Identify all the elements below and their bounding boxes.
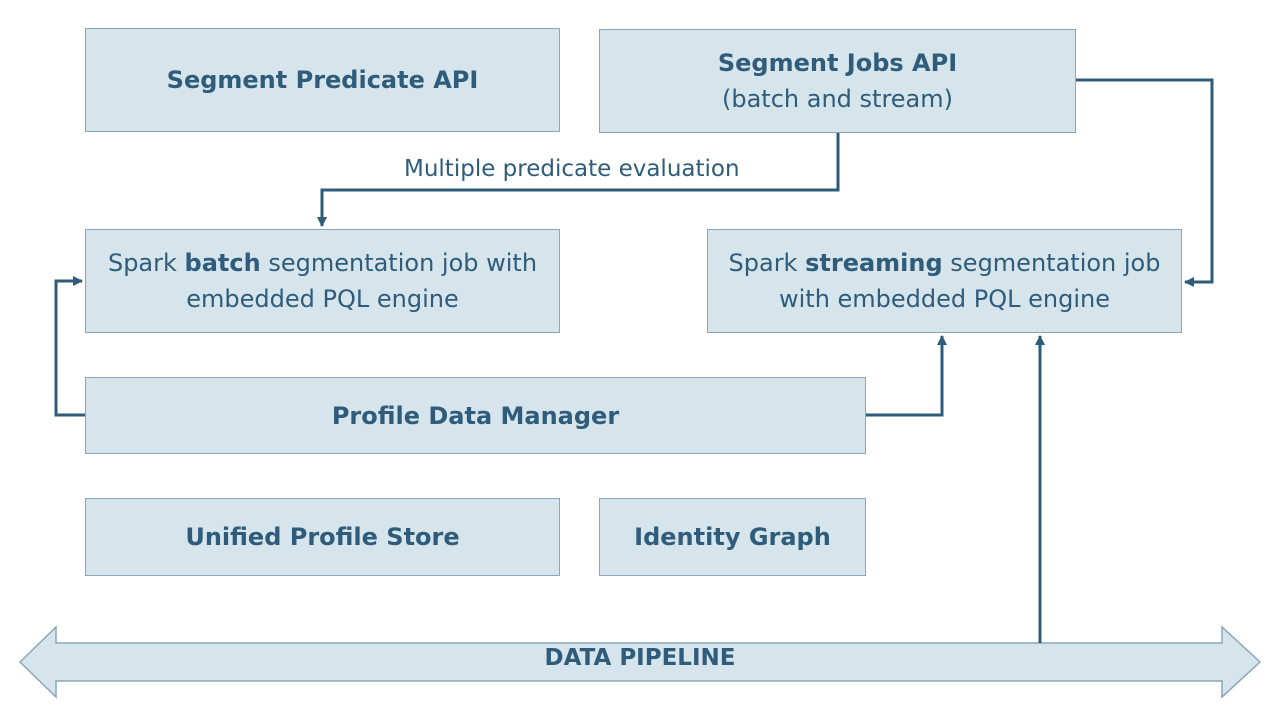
segment-predicate-api-title: Segment Predicate API (166, 66, 479, 94)
pdm-to-streaming-arrow (866, 335, 947, 417)
spark-streaming-line1-pre: Spark (728, 249, 806, 277)
unified-profile-store-title: Unified Profile Store (185, 523, 460, 551)
spark-streaming-line1-post: segmentation job (942, 249, 1161, 277)
profile-data-manager-title: Profile Data Manager (331, 401, 620, 430)
spark-batch-line1-pre: Spark (107, 249, 185, 277)
jobs-to-batch-arrow (317, 133, 840, 227)
spark-batch-box: Spark batch segmentation job with embedd… (85, 229, 560, 333)
spark-batch-bold: batch (184, 249, 261, 277)
spark-batch-line1-post: segmentation job with (260, 249, 538, 277)
identity-graph-box: Identity Graph (599, 498, 866, 576)
segment-jobs-api-title: Segment Jobs API (717, 49, 958, 77)
spark-batch-line1: Spark batch segmentation job with (108, 245, 537, 281)
data-pipeline-arrow (18, 625, 1262, 699)
segment-jobs-api-box: Segment Jobs API (batch and stream) (599, 29, 1076, 133)
identity-graph-title: Identity Graph (634, 523, 831, 551)
spark-batch-line2: embedded PQL engine (186, 285, 459, 313)
pdm-to-batch-arrow (54, 276, 85, 417)
segment-predicate-api-box: Segment Predicate API (85, 28, 560, 132)
spark-streaming-line2: with embedded PQL engine (778, 285, 1110, 313)
multiple-predicate-evaluation-label: Multiple predicate evaluation (404, 156, 740, 182)
data-pipeline-label: DATA PIPELINE (544, 645, 736, 671)
jobs-to-streaming-arrow (1076, 78, 1214, 287)
spark-streaming-line1: Spark streaming segmentation job (729, 245, 1161, 281)
unified-profile-store-box: Unified Profile Store (85, 498, 560, 576)
segment-jobs-api-subtitle: (batch and stream) (722, 85, 953, 113)
spark-streaming-bold: streaming (805, 249, 943, 277)
spark-streaming-box: Spark streaming segmentation job with em… (707, 229, 1182, 333)
profile-data-manager-box: Profile Data Manager (85, 377, 866, 454)
